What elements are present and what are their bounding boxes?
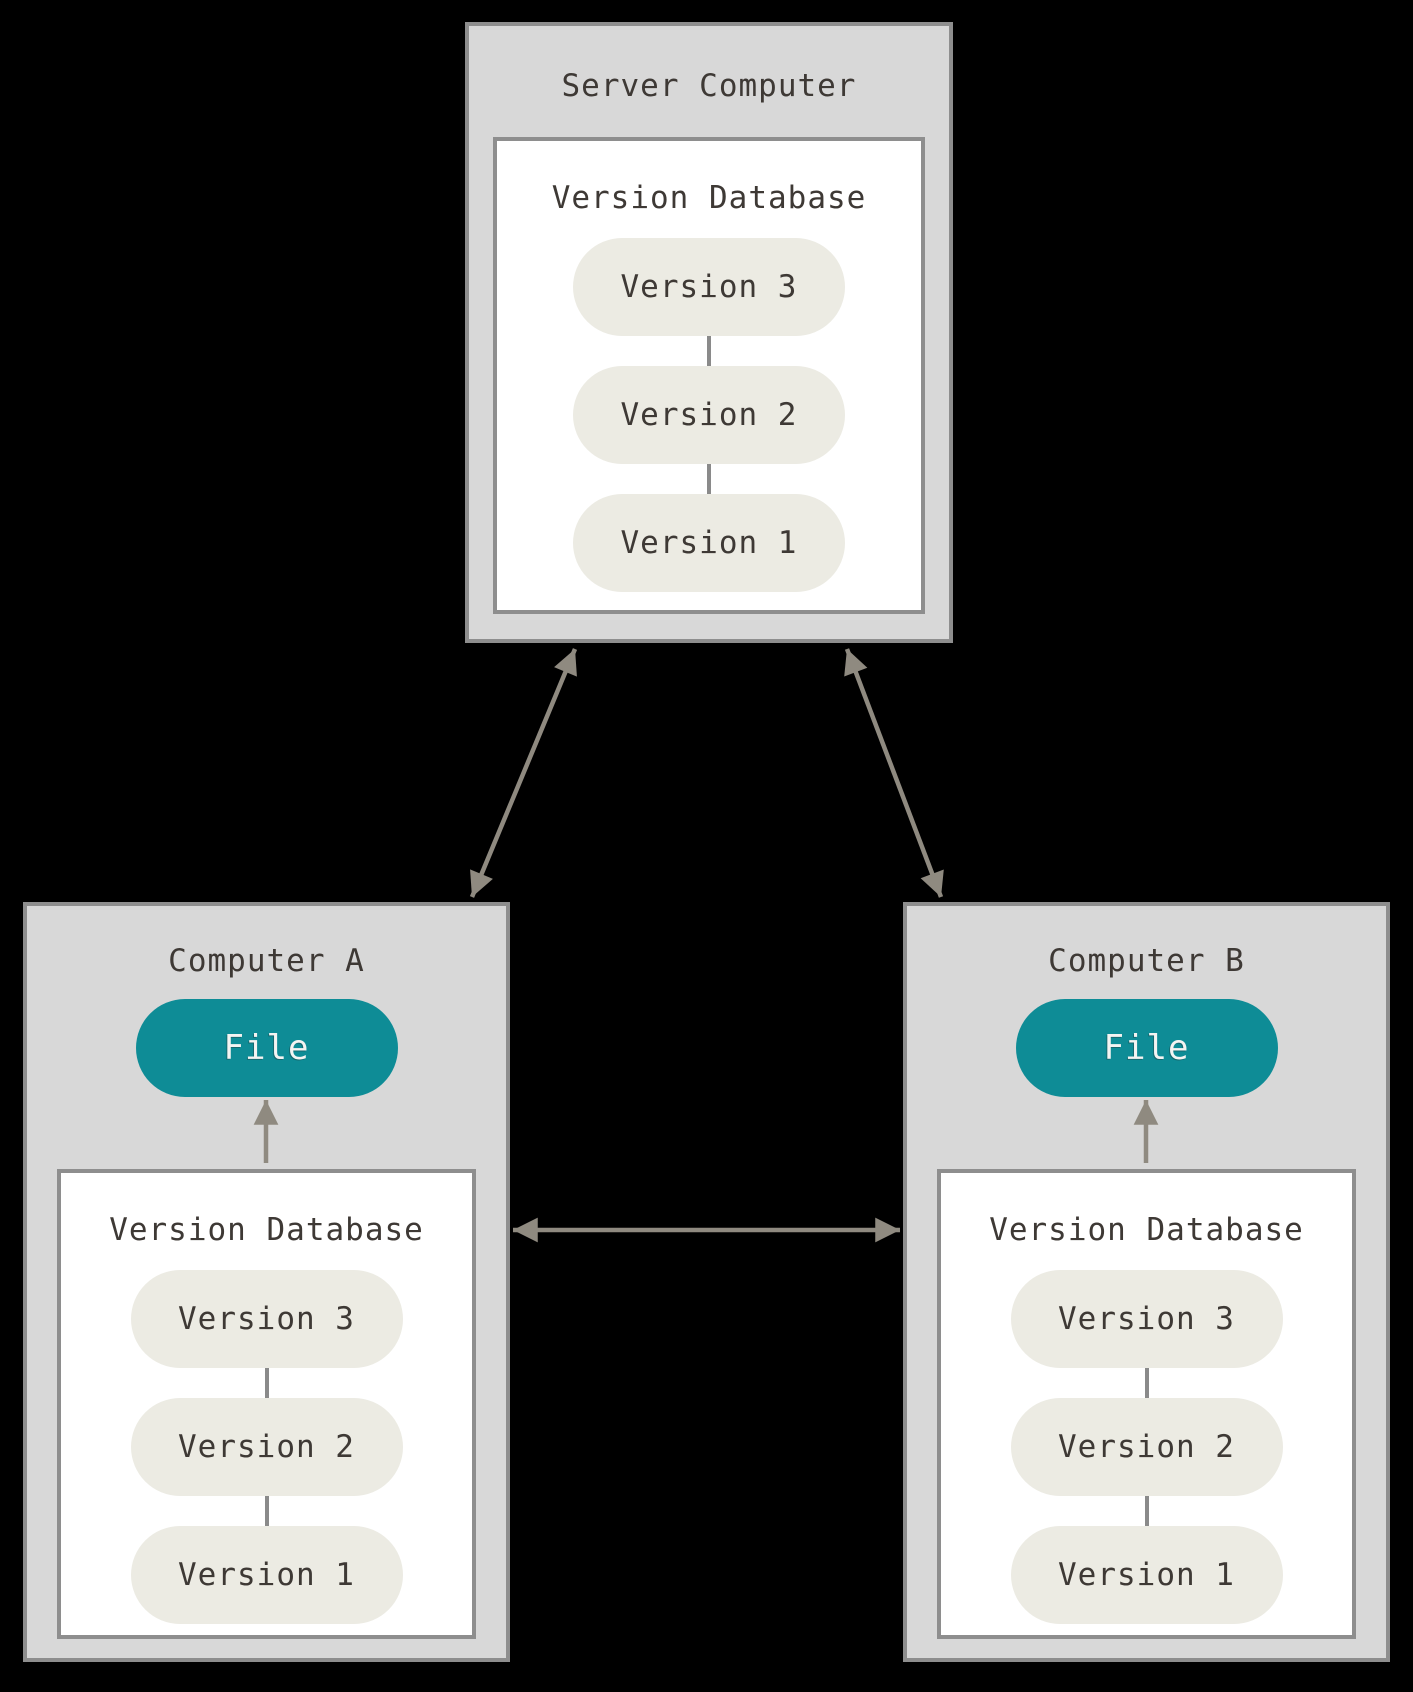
server-version-3-pill: Version 3 bbox=[573, 238, 845, 336]
computer-b-title: Computer B bbox=[1048, 943, 1245, 979]
computer-b-version-3-pill: Version 3 bbox=[1010, 1270, 1283, 1368]
arrow-server-computer-a bbox=[469, 648, 578, 898]
computer-b-version-1-pill: Version 1 bbox=[1010, 1526, 1283, 1624]
computer-b-connector-3-2 bbox=[1144, 1368, 1149, 1398]
computer-a-version-2-pill: Version 2 bbox=[130, 1398, 403, 1496]
server-computer-title: Server Computer bbox=[561, 68, 857, 104]
computer-a-version-3-pill: Version 3 bbox=[130, 1270, 403, 1368]
computer-a-version-1-pill: Version 1 bbox=[130, 1526, 403, 1624]
computer-b-box: Computer B File Version Database Version… bbox=[903, 902, 1390, 1662]
computer-b-version-database-box: Version Database Version 3 Version 2 Ver… bbox=[937, 1169, 1356, 1639]
computer-a-version-database-box: Version Database Version 3 Version 2 Ver… bbox=[57, 1169, 476, 1639]
computer-a-file-pill: File bbox=[135, 999, 398, 1097]
server-computer-box: Server Computer Version Database Version… bbox=[465, 22, 953, 643]
server-version-database-title: Version Database bbox=[551, 180, 867, 216]
computer-a-connector-2-1 bbox=[264, 1496, 269, 1526]
server-version-1-pill: Version 1 bbox=[573, 494, 845, 592]
computer-b-connector-2-1 bbox=[1144, 1496, 1149, 1526]
computer-a-connector-3-2 bbox=[264, 1368, 269, 1398]
computer-a-version-database-title: Version Database bbox=[109, 1212, 424, 1248]
server-connector-2-1 bbox=[707, 464, 711, 494]
server-connector-3-2 bbox=[707, 336, 711, 366]
computer-b-file-pill: File bbox=[1015, 999, 1278, 1097]
arrow-server-computer-b bbox=[844, 648, 944, 898]
computer-b-version-database-title: Version Database bbox=[989, 1212, 1304, 1248]
computer-a-box: Computer A File Version Database Version… bbox=[23, 902, 510, 1662]
server-version-2-pill: Version 2 bbox=[573, 366, 845, 464]
server-version-database-box: Version Database Version 3 Version 2 Ver… bbox=[493, 137, 925, 614]
computer-b-version-2-pill: Version 2 bbox=[1010, 1398, 1283, 1496]
computer-a-title: Computer A bbox=[168, 943, 365, 979]
